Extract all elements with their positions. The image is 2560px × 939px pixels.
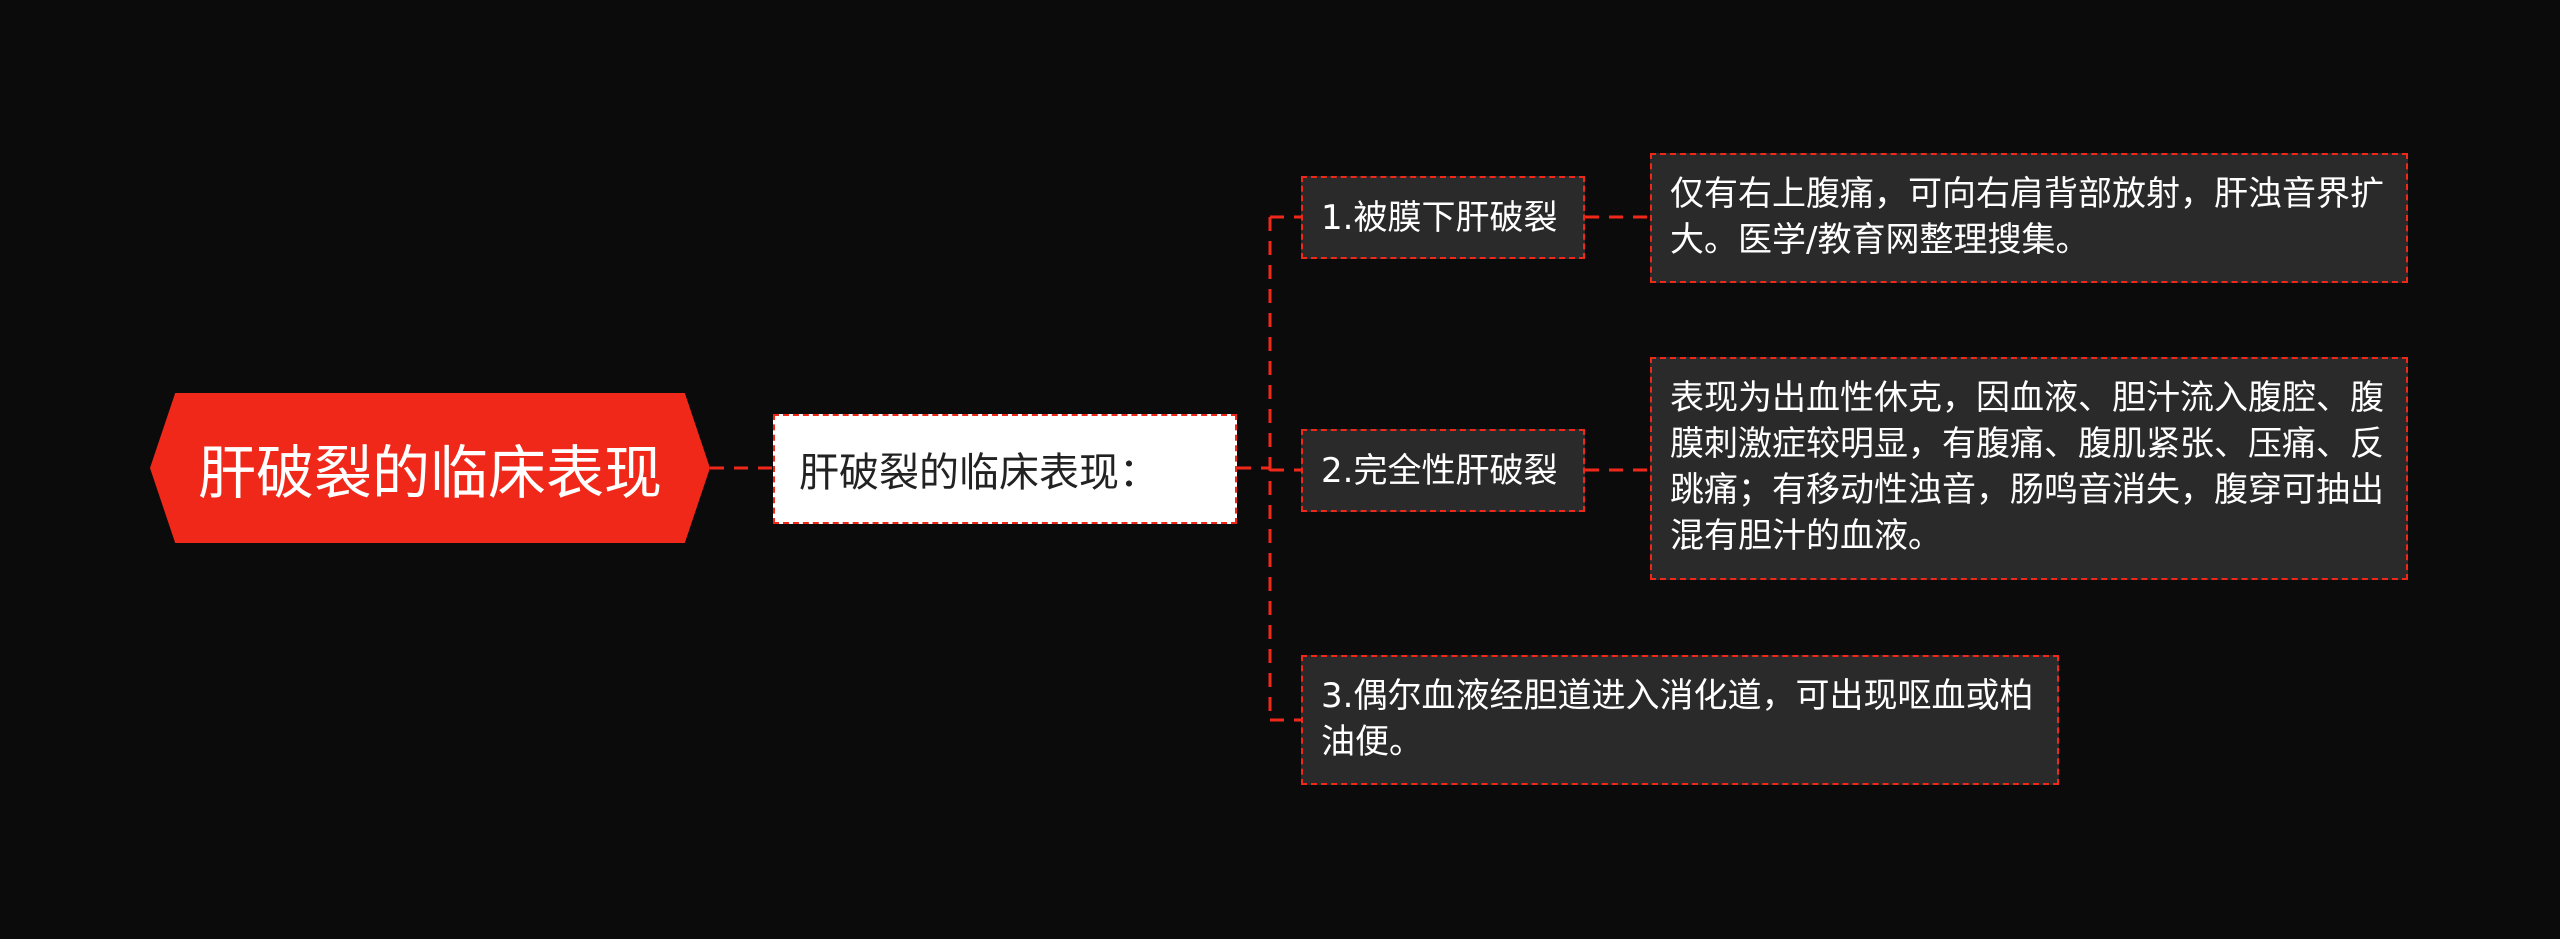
branch-label: 1.被膜下肝破裂 — [1321, 197, 1558, 238]
root-topic-label: 肝破裂的临床表现 — [197, 439, 662, 507]
branch-node-2[interactable]: 2.完全性肝破裂 — [1301, 429, 1585, 512]
branch-node-3[interactable]: 3.偶尔血液经胆道进入消化道，可出现呕血或柏油便。 — [1301, 655, 2059, 785]
branch-label: 3.偶尔血液经胆道进入消化道，可出现呕血或柏油便。 — [1321, 676, 2034, 762]
subtopic-label: 肝破裂的临床表现： — [799, 450, 1159, 496]
detail-node-2[interactable]: 表现为出血性休克，因血液、胆汁流入腹腔、腹膜刺激症较明显，有腹痛、腹肌紧张、压痛… — [1650, 357, 2408, 580]
detail-node-1[interactable]: 仅有右上腹痛，可向右肩背部放射，肝浊音界扩大。医学/教育网整理搜集。 — [1650, 153, 2408, 283]
detail-text: 表现为出血性休克，因血液、胆汁流入腹腔、腹膜刺激症较明显，有腹痛、腹肌紧张、压痛… — [1670, 378, 2384, 556]
detail-text: 仅有右上腹痛，可向右肩背部放射，肝浊音界扩大。医学/教育网整理搜集。 — [1670, 174, 2384, 260]
branch-label: 2.完全性肝破裂 — [1321, 450, 1558, 491]
root-topic[interactable]: 肝破裂的临床表现 — [150, 393, 710, 543]
branch-node-1[interactable]: 1.被膜下肝破裂 — [1301, 176, 1585, 259]
subtopic-node[interactable]: 肝破裂的临床表现： — [773, 414, 1237, 524]
